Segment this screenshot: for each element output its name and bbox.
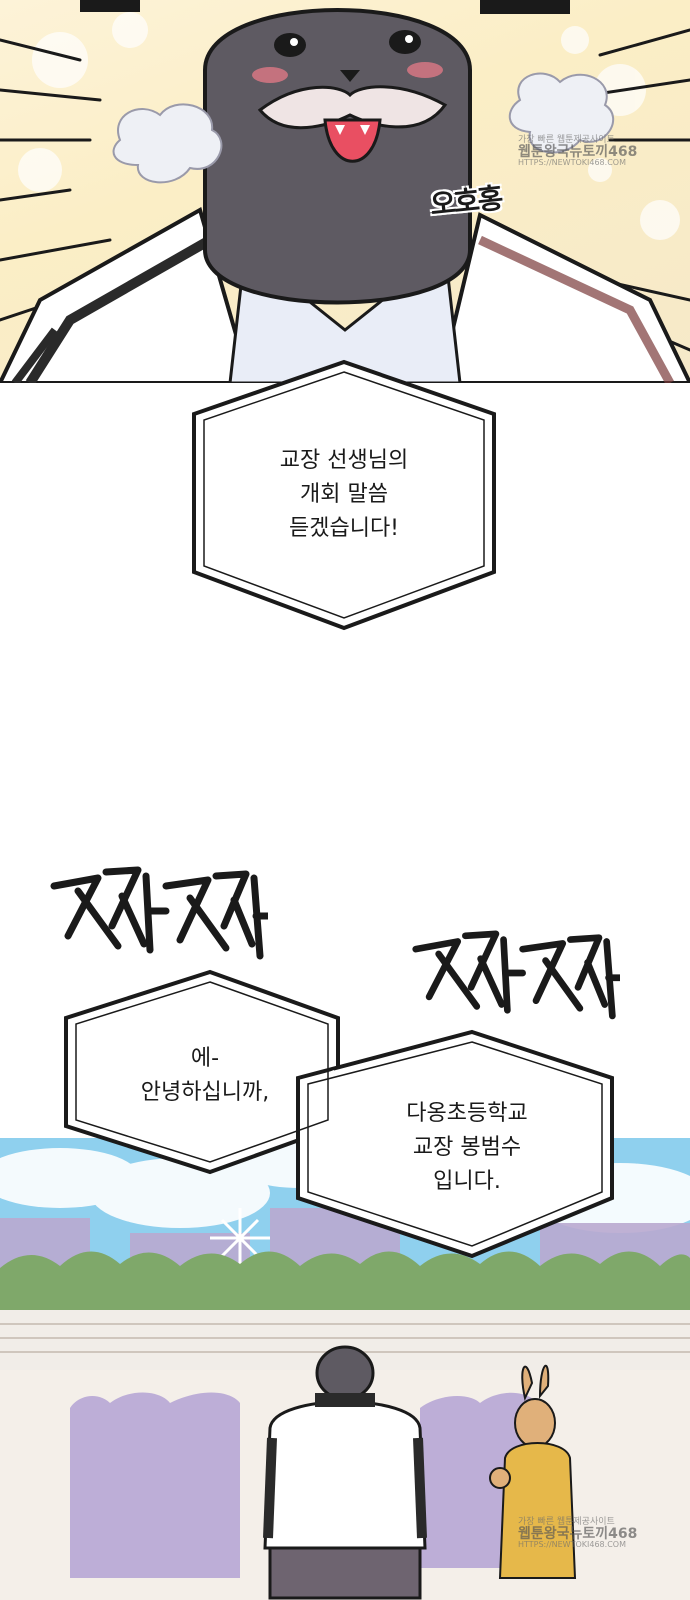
rabbit-teacher <box>489 1364 577 1579</box>
greeting-line-5: 입니다. <box>433 1169 501 1194</box>
greeting-line-1: 에- <box>190 1046 220 1071</box>
watermark-line3: HTTPS://NEWTOKI468.COM <box>518 158 626 167</box>
steam-puffs <box>112 72 615 184</box>
watermark-top: 가장 빠른 웹툰제공사이트 웹툰왕국뉴토끼468 HTTPS://NEWTOKI… <box>518 136 637 167</box>
sfx-laugh-label: 오호홍 <box>428 181 503 222</box>
watermark-bottom-line1: 가장 빠른 웹툰제공사이트 <box>518 1517 615 1527</box>
panel-seal-closeup: 오호홍 가장 빠른 웹툰제공사이트 웹툰왕국뉴토끼468 HTTPS://NEW… <box>0 0 690 383</box>
sun-sparkle <box>210 1208 270 1268</box>
sfx-clap-right-lettering <box>412 930 624 1020</box>
speech-bubble-greeting-shape <box>64 969 614 1259</box>
greeting-line-2: 안녕하십니까, <box>140 1080 270 1105</box>
watermark-bottom: 가장 빠른 웹툰제공사이트 웹툰왕국뉴토끼468 HTTPS://NEWTOKI… <box>518 1518 637 1549</box>
cut-off-lettering <box>80 0 570 14</box>
announcement-line-2: 개회 말씀 <box>300 482 388 507</box>
speech-bubble-greeting: 에- 안녕하십니까, 다옹초등학교 교장 봉범수 입니다. <box>60 966 620 1266</box>
tree-line <box>0 1251 690 1318</box>
sfx-clap-left-lettering <box>50 866 272 960</box>
watermark-bottom-line3: HTTPS://NEWTOKI468.COM <box>518 1540 626 1549</box>
greeting-line-4: 교장 봉범수 <box>412 1135 522 1160</box>
crowd-left <box>70 1392 240 1578</box>
speech-bubble-greeting-part2-text: 다옹초등학교 교장 봉범수 입니다. <box>322 1048 612 1248</box>
speech-bubble-announcement: 교장 선생님의 개회 말씀 듣겠습니다! <box>188 358 500 632</box>
principal-from-behind <box>263 1345 427 1550</box>
greeting-line-3: 다옹초등학교 <box>406 1101 528 1126</box>
announcement-line-1: 교장 선생님의 <box>279 448 409 473</box>
watermark-line1: 가장 빠른 웹툰제공사이트 <box>518 135 615 145</box>
sfx-clap-left: 짝짝 <box>48 856 272 970</box>
seal-eyes <box>274 30 421 57</box>
watermark-line2: 웹툰왕국뉴토끼468 <box>518 144 638 160</box>
seal-closeup-illustration <box>0 0 690 383</box>
watermark-bottom-line2: 웹툰왕국뉴토끼468 <box>518 1526 638 1542</box>
speech-bubble-greeting-part1-text: 에- 안녕하십니까, <box>80 986 330 1166</box>
speech-bubble-announcement-text: 교장 선생님의 개회 말씀 듣겠습니다! <box>188 358 500 632</box>
speech-bubble-announcement-shape <box>192 359 496 631</box>
sfx-clap-right: 짝짝 <box>410 918 624 1032</box>
announcement-line-3: 듣겠습니다! <box>288 516 400 541</box>
